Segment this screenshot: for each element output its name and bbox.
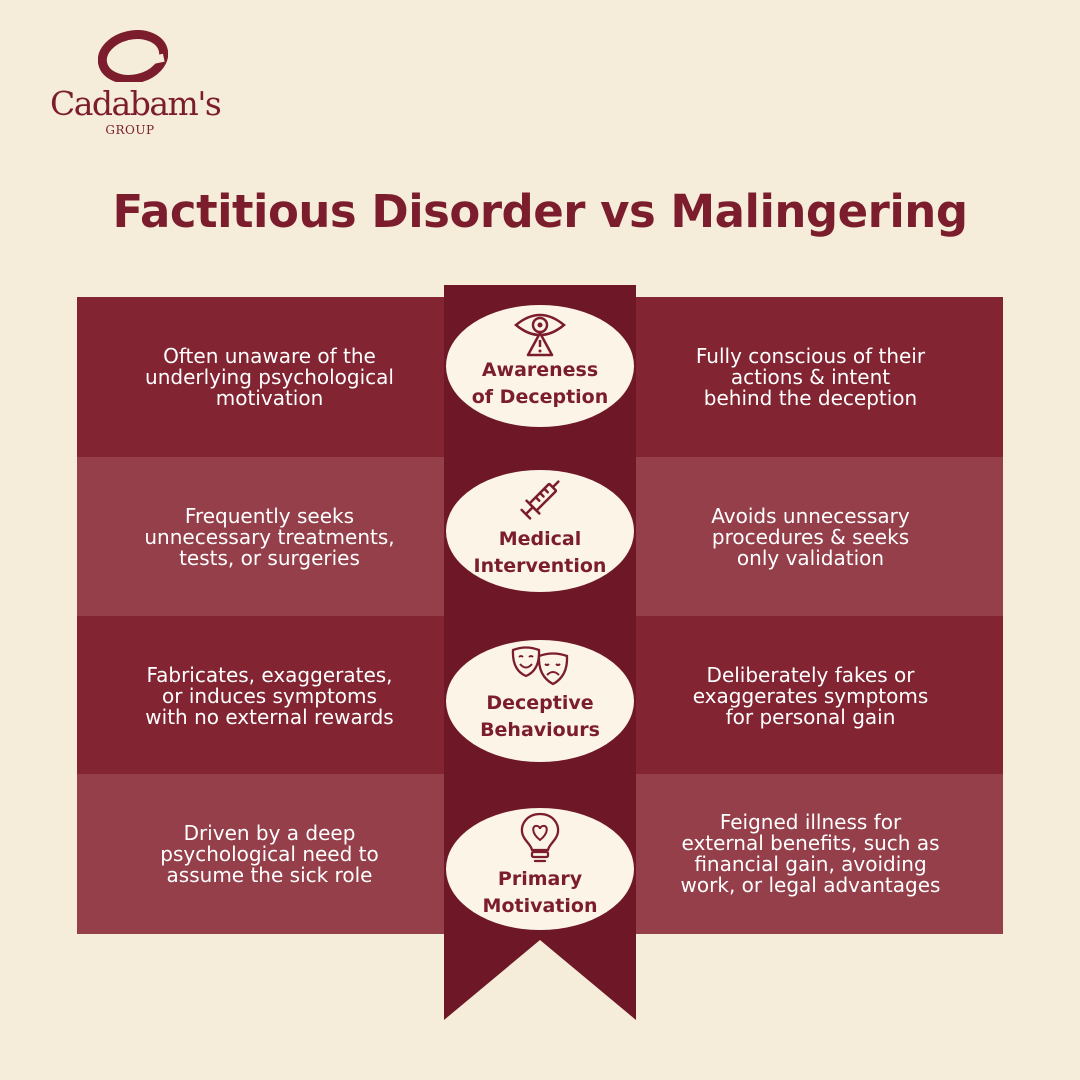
criterion-deceptive: Deceptive Behaviours — [446, 640, 634, 762]
criterion-label: Deceptive Behaviours — [480, 692, 600, 741]
factitious-cell: Fabricates, exaggerates, or induces symp… — [145, 662, 394, 729]
brand-logo: Cadabam's GROUP — [50, 30, 222, 145]
brand-group: GROUP — [105, 123, 155, 137]
page-title: Factitious Disorder vs Malingering — [112, 185, 968, 238]
criterion-medical: Medical Intervention — [446, 470, 634, 592]
theatre-masks-icon — [511, 646, 569, 686]
criterion-label: Medical Intervention — [473, 528, 607, 577]
malingering-cell: Feigned illness for external benefits, s… — [680, 810, 941, 897]
malingering-cell: Deliberately fakes or exaggerates sympto… — [692, 662, 929, 729]
brand-name: Cadabam's — [50, 84, 222, 123]
malingering-cell: Fully conscious of their actions & inten… — [695, 343, 926, 410]
factitious-cell: Often unaware of the underlying psycholo… — [145, 343, 394, 410]
syringe-icon — [520, 480, 560, 520]
factitious-cell: Driven by a deep psychological need to a… — [160, 820, 379, 887]
criterion-label: Primary Motivation — [482, 868, 598, 917]
criterion-motivation: Primary Motivation — [446, 808, 634, 930]
cadabams-logo-icon — [98, 30, 168, 82]
factitious-cell: Frequently seeks unnecessary treatments,… — [144, 503, 395, 570]
criterion-awareness: Awareness of Deception — [446, 305, 634, 427]
eye-warning-icon — [514, 313, 566, 357]
malingering-cell: Avoids unnecessary procedures & seeks on… — [711, 503, 910, 570]
criterion-label: Awareness of Deception — [471, 359, 609, 408]
heart-bulb-icon — [520, 812, 560, 863]
